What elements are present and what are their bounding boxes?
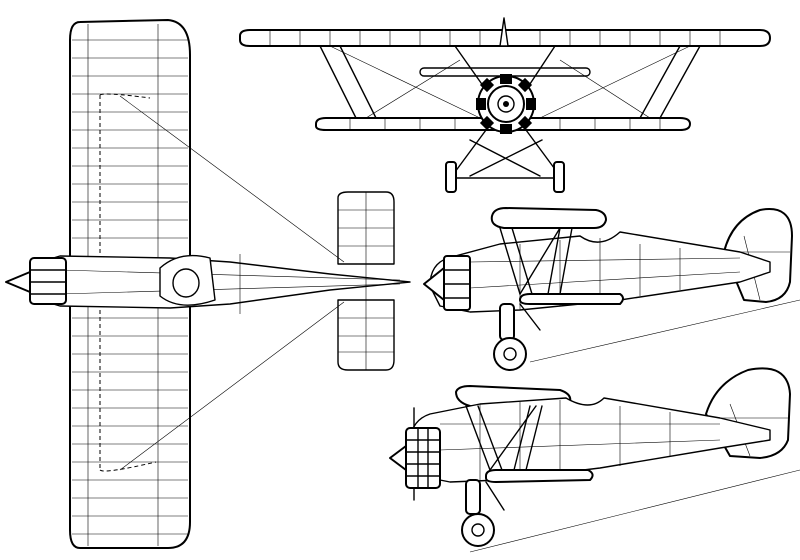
side-view	[423, 207, 800, 371]
front-wheel-left	[445, 161, 457, 193]
plan-wing-ribs	[72, 39, 188, 535]
front-struts	[319, 45, 701, 119]
plan-spinner	[5, 271, 31, 293]
tq-wheel	[461, 513, 495, 547]
tq-engine	[389, 407, 441, 501]
side-struts	[499, 227, 573, 295]
plan-aileron-upper	[99, 93, 151, 260]
tq-struts	[465, 405, 543, 471]
side-engine	[443, 255, 471, 311]
tq-fuselage	[409, 397, 771, 483]
side-wheel	[493, 337, 527, 371]
side-upper-wing	[490, 207, 607, 229]
side-spinner	[423, 267, 445, 301]
front-landing-gear	[451, 129, 561, 179]
plan-engine	[5, 257, 67, 305]
tq-spinner	[389, 445, 407, 471]
three-quarter-view	[389, 367, 800, 553]
side-lower-wing	[519, 293, 624, 305]
tq-lower-wing	[485, 469, 594, 483]
plan-cockpit	[159, 254, 216, 306]
plan-view	[5, 19, 411, 549]
plan-aileron-lower	[99, 310, 157, 472]
front-view	[239, 17, 771, 193]
front-engine	[476, 74, 536, 134]
front-wheel-right	[553, 161, 565, 193]
